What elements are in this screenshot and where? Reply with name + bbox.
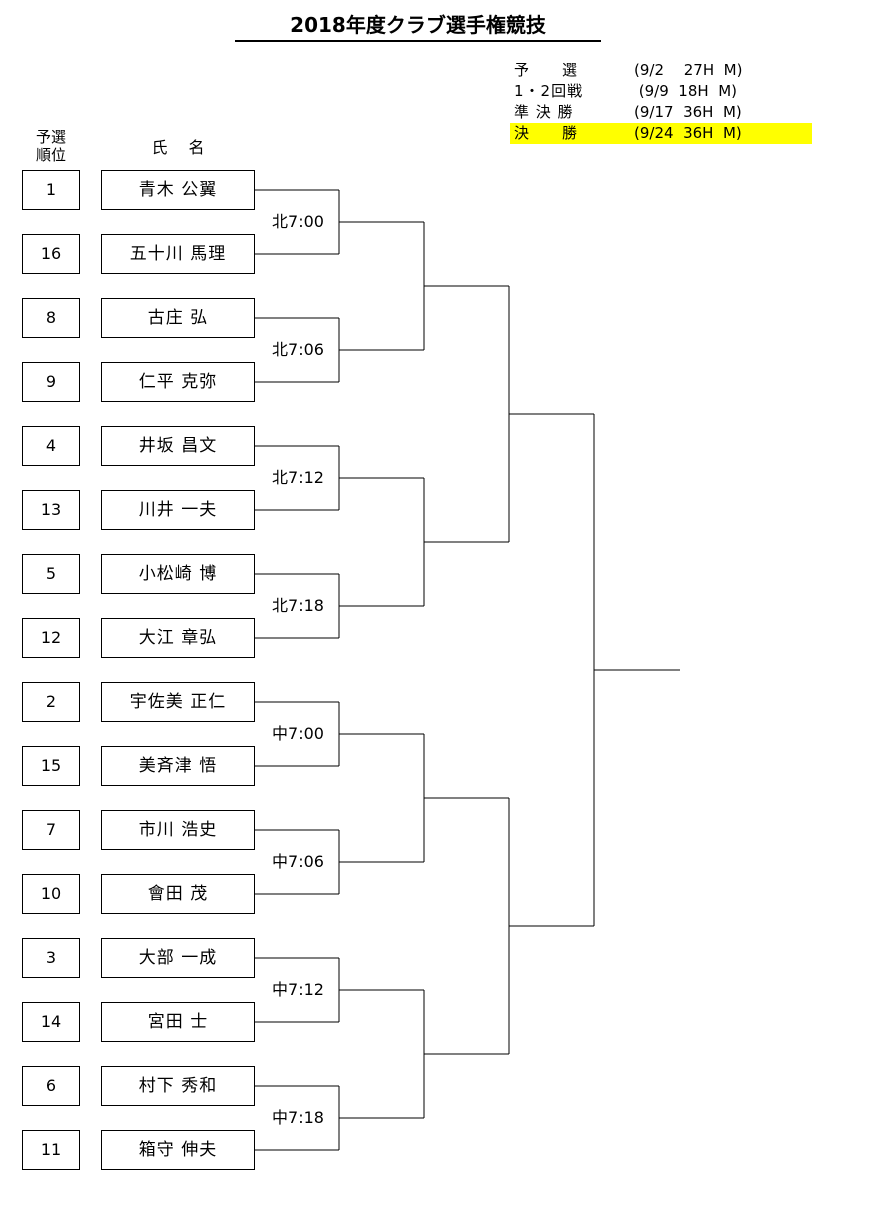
player-name-cell: 市川 浩史 <box>101 810 255 850</box>
seed-header: 予選順位 <box>22 128 80 164</box>
seed-cell: 10 <box>22 874 80 914</box>
match-time-label: 北7:00 <box>272 212 324 231</box>
schedule-label: 1・2回戦 <box>514 82 584 100</box>
seed-cell: 15 <box>22 746 80 786</box>
seed-header-text: 予選順位 <box>22 128 80 164</box>
name-header-text: 氏 名 <box>151 138 205 157</box>
seed-cell: 4 <box>22 426 80 466</box>
player-name-cell: 宮田 士 <box>101 1002 255 1042</box>
schedule-row: 準 決 勝 (9/17 36H M) <box>510 102 812 123</box>
schedule-row: 決 勝 (9/24 36H M) <box>510 123 812 144</box>
match-time-label: 北7:12 <box>272 468 324 487</box>
seed-cell: 5 <box>22 554 80 594</box>
match-time-label: 中7:00 <box>272 724 324 743</box>
player-name-cell: 箱守 伸夫 <box>101 1130 255 1170</box>
seed-cell: 13 <box>22 490 80 530</box>
player-name-cell: 青木 公翼 <box>101 170 255 210</box>
match-time-label: 北7:18 <box>272 596 324 615</box>
seed-header-line: 予選 <box>35 128 66 146</box>
match-time-label: 中7:06 <box>272 852 324 871</box>
player-name-cell: 古庄 弘 <box>101 298 255 338</box>
player-name-cell: 仁平 克弥 <box>101 362 255 402</box>
seed-cell: 11 <box>22 1130 80 1170</box>
player-name-cell: 會田 茂 <box>101 874 255 914</box>
player-name-cell: 川井 一夫 <box>101 490 255 530</box>
seed-cell: 12 <box>22 618 80 658</box>
seed-cell: 8 <box>22 298 80 338</box>
schedule-label: 準 決 勝 <box>514 103 574 121</box>
schedule-date: (9/24 36H M) <box>634 124 742 142</box>
seed-cell: 6 <box>22 1066 80 1106</box>
match-time-label: 中7:18 <box>272 1108 324 1127</box>
player-name-cell: 五十川 馬理 <box>101 234 255 274</box>
seed-cell: 7 <box>22 810 80 850</box>
seed-cell: 2 <box>22 682 80 722</box>
page-title: 2018年度クラブ選手権競技 <box>235 12 601 42</box>
schedule-label: 予 選 <box>514 61 579 79</box>
match-time-label: 中7:12 <box>272 980 324 999</box>
schedule-date: (9/9 18H M) <box>634 82 737 100</box>
player-name-cell: 小松崎 博 <box>101 554 255 594</box>
seed-cell: 9 <box>22 362 80 402</box>
player-name-cell: 井坂 昌文 <box>101 426 255 466</box>
seed-cell: 16 <box>22 234 80 274</box>
seed-cell: 3 <box>22 938 80 978</box>
player-name-cell: 宇佐美 正仁 <box>101 682 255 722</box>
schedule-label: 決 勝 <box>514 124 579 142</box>
seed-header-line: 順位 <box>35 146 66 164</box>
match-time-label: 北7:06 <box>272 340 324 359</box>
player-name-cell: 村下 秀和 <box>101 1066 255 1106</box>
schedule-date: (9/17 36H M) <box>634 103 742 121</box>
seed-cell: 14 <box>22 1002 80 1042</box>
seed-cell: 1 <box>22 170 80 210</box>
name-header: 氏 名 <box>101 139 255 157</box>
schedule-date: (9/2 27H M) <box>634 61 743 79</box>
player-name-cell: 大部 一成 <box>101 938 255 978</box>
schedule-row: 予 選 (9/2 27H M) <box>510 60 812 81</box>
player-name-cell: 大江 章弘 <box>101 618 255 658</box>
player-name-cell: 美斉津 悟 <box>101 746 255 786</box>
schedule-row: 1・2回戦 (9/9 18H M) <box>510 81 812 102</box>
